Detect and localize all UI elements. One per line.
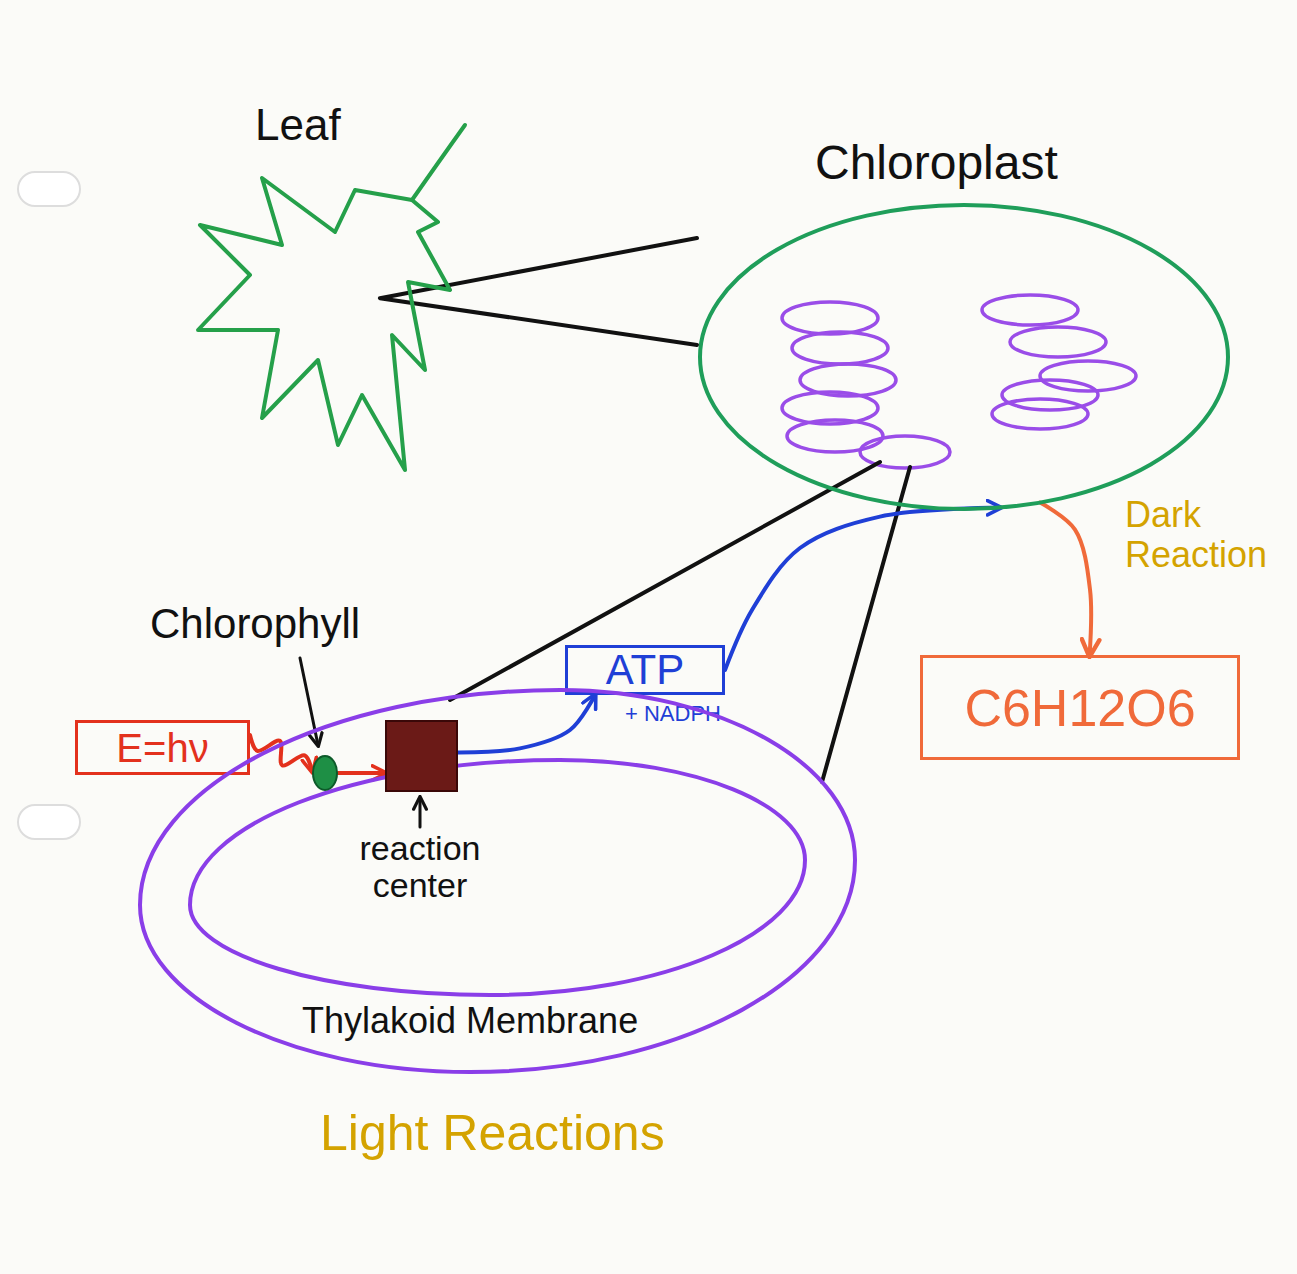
product-text: ATP [606,649,685,691]
synthesis-arrow [1040,503,1091,655]
grana-stack [782,302,950,468]
phase-label: Dark Reaction [1125,495,1290,574]
reaction-center-block: reaction center [385,720,458,792]
chlorophyll-dot [312,755,338,791]
zoom-line [380,238,697,345]
leaf-stem [412,125,465,200]
product-box: C6H12O6 [920,655,1240,760]
leaf-drawing [185,90,475,485]
chloroplast-ellipse: Chloroplast [695,130,1235,515]
inner-membrane [190,760,805,995]
leader-arrow [419,798,422,827]
leaf-outline [198,178,450,470]
part-label: Chlorophyll [150,600,360,648]
outer-membrane [140,690,855,1072]
leaf-heading: Leaf [255,100,341,151]
membrane-label: Thylakoid Membrane [302,1002,638,1040]
phase-label: Light Reactions [320,1105,665,1163]
thylakoid-shape: Thylakoid Membrane Chlorophyll reaction ce… [135,680,860,1080]
product-arrow [725,508,1000,670]
part-label: reaction center [350,830,490,905]
reaction-center-block [386,721,457,791]
product-arrow [458,695,595,752]
formula-text: E=hν [116,728,208,768]
chlorophyll-dot [313,756,337,790]
punch-hole [18,805,80,839]
chloroplast-heading: Chloroplast [815,135,1058,190]
grana-stack [982,295,1136,429]
product-box: ATP+ NADPH [565,645,725,695]
light-arrow [250,735,312,771]
chloroplast-outline [700,205,1228,509]
formula-text: C6H12O6 [964,682,1195,734]
zoom-line [450,462,910,782]
reaction-center-block [385,720,458,792]
energy-arrow [338,771,385,775]
leaf-drawing: Leaf [185,90,475,485]
punch-hole [18,172,80,206]
energy-box: E=hν [75,720,250,775]
chlorophyll-dot: Chlorophyll [312,755,338,791]
